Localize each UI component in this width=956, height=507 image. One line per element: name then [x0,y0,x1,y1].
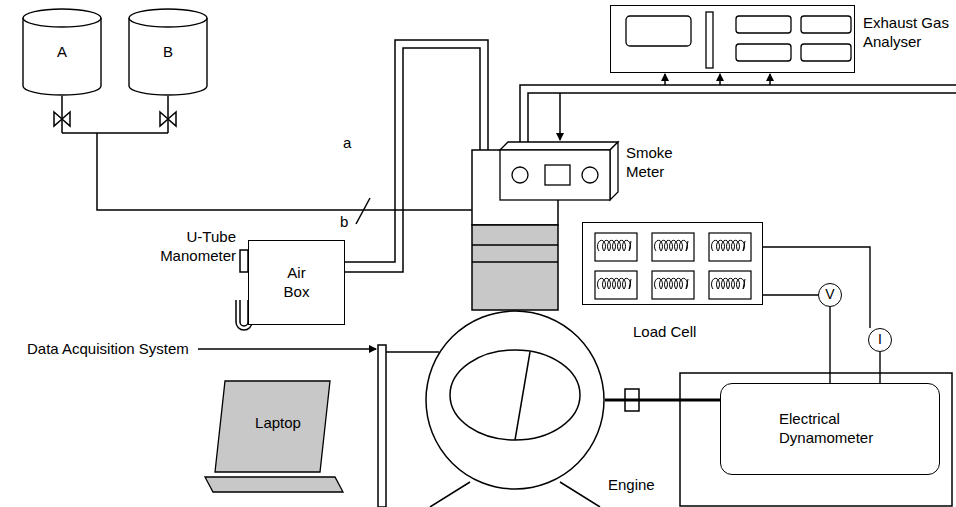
wire [879,352,880,383]
drive-shaft [605,399,720,402]
smoke-meter: Smoke Meter [500,140,618,200]
load-cell-shape [583,223,764,306]
fuel-tank: A [22,8,102,96]
engine-legs [430,482,600,507]
sample-arrow [664,74,666,85]
voltmeter: V [818,283,842,307]
fuel-switch [356,198,370,224]
cylinder-block [472,225,558,310]
daq-bar [378,345,386,507]
switch-position-holder: b [340,213,348,232]
wire [763,294,818,295]
daq-arrow [198,348,376,350]
valve-symbol [160,112,176,126]
fuel-tank: B [128,8,208,96]
sample-arrow [769,74,771,85]
switch-position-holder: a [343,134,351,153]
switch-position: b [340,213,348,232]
node-label: V [825,286,834,304]
instrument-label: U-Tube Manometer [146,228,236,266]
exhaust-pipe [520,85,956,150]
laptop-shape [205,380,345,497]
instrument-label-holder: U-Tube Manometer [146,228,236,266]
manometer-port [240,250,248,272]
gas-analyser: Exhaust Gas Analyser [610,5,855,73]
wire [763,247,870,328]
gas-analyser-shape [611,6,856,74]
dynamometer: Electrical Dynamometer [720,383,940,475]
node-label: Air Box [277,264,317,302]
load-cell: Load Cell [582,222,763,305]
air-box: Air Box [248,240,345,325]
sample-arrow [719,74,721,85]
air-pipe [345,40,488,272]
node-label: I [878,331,882,349]
laptop: Laptop [205,380,345,497]
ammeter: I [868,328,892,352]
node-label: A [57,43,67,62]
instrument-label-holder: Data Acquisition System [27,340,189,359]
piston-lines [472,245,558,262]
switch-position: a [343,134,351,153]
node-label: B [163,43,173,62]
valve-symbol [54,112,70,126]
sample-arrow [559,93,561,140]
wire [829,307,830,383]
dynamometer-housing [680,373,952,506]
instrument-label: Data Acquisition System [27,340,189,359]
daq-wire [386,351,439,353]
fuel-line [62,96,472,210]
engine-crankcase-shape [425,310,605,490]
engine-crankcase: Engine [425,310,605,490]
smoke-meter-shape [500,140,618,200]
